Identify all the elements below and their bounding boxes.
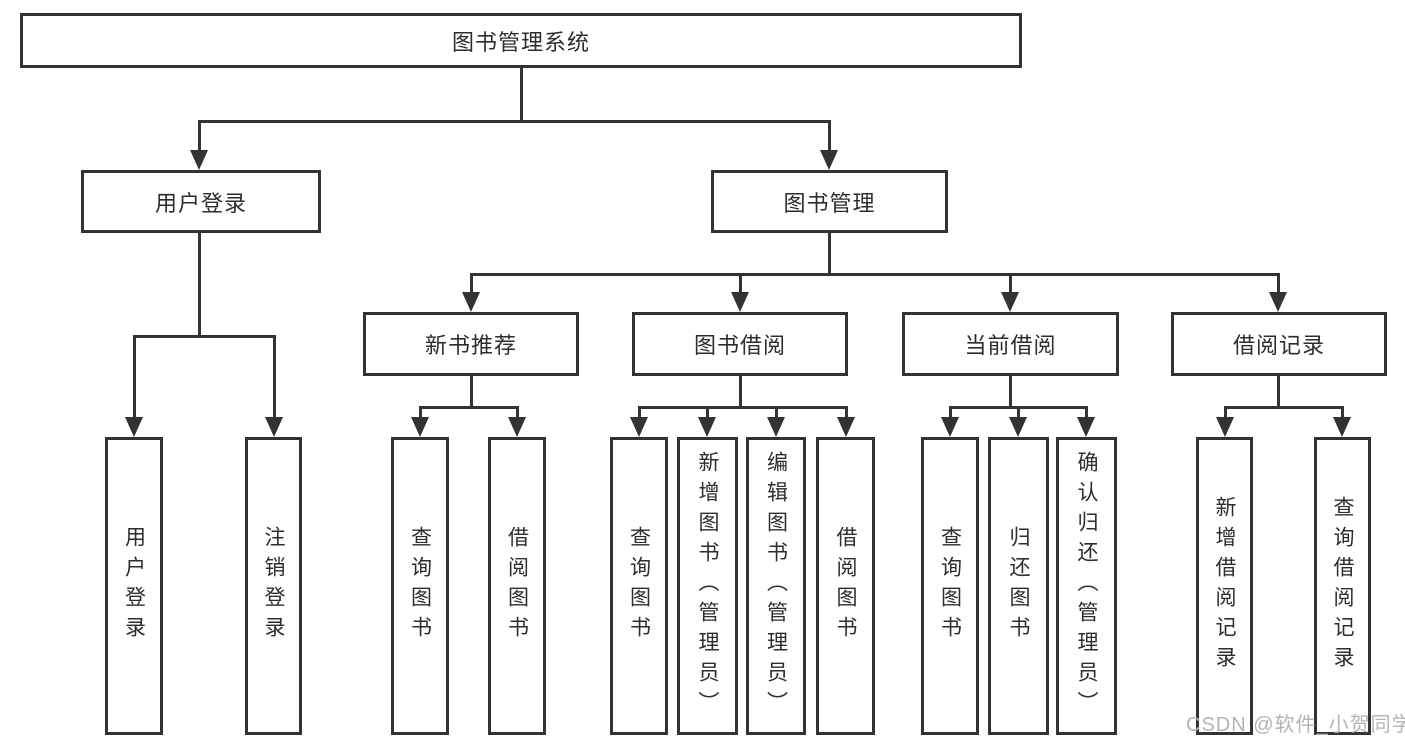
leaf-label: 编辑图书（管理员） (764, 451, 788, 721)
node-current-borrowing: 当前借阅 (902, 312, 1119, 376)
leaf-query-borrow-record: 查询借阅记录 (1314, 437, 1371, 735)
arrow-down-icon (837, 417, 855, 437)
arrow-down-icon (1077, 417, 1095, 437)
leaf-query-books: 查询图书 (610, 437, 668, 735)
arrow-down-icon (462, 292, 480, 312)
arrow-down-icon (630, 417, 648, 437)
connector-line (1009, 376, 1012, 406)
connector-line (828, 233, 831, 273)
node-new-book-recommend: 新书推荐 (363, 312, 579, 376)
leaf-query-books: 查询图书 (391, 437, 449, 735)
arrow-down-icon (1009, 417, 1027, 437)
node-library-system: 图书管理系统 (20, 13, 1022, 68)
leaf-label: 借阅图书 (834, 526, 857, 646)
connector-line (419, 406, 422, 419)
leaf-borrow-books: 借阅图书 (816, 437, 875, 735)
node-label: 新书推荐 (424, 333, 517, 358)
connector-line (1085, 406, 1088, 419)
connector-line (739, 376, 742, 406)
connector-line (706, 406, 709, 419)
node-book-management: 图书管理 (711, 170, 948, 233)
connector-line (419, 406, 519, 409)
leaf-query-books: 查询图书 (921, 437, 979, 735)
leaf-label: 借阅图书 (505, 526, 529, 646)
leaf-label: 新增借阅记录 (1213, 496, 1236, 676)
arrow-down-icon (1269, 292, 1287, 312)
connector-line (1341, 406, 1344, 419)
connector-line (845, 406, 848, 419)
connector-line (638, 406, 847, 409)
connector-line (775, 406, 778, 419)
connector-line (1009, 273, 1012, 294)
arrow-down-icon (731, 292, 749, 312)
connector-line (273, 335, 276, 419)
leaf-logout: 注销登录 (245, 437, 302, 735)
node-label: 图书管理 (783, 190, 876, 216)
arrow-down-icon (1333, 417, 1351, 437)
arrow-down-icon (941, 417, 959, 437)
leaf-return-books: 归还图书 (988, 437, 1049, 735)
connector-line (133, 335, 136, 419)
node-label: 借阅记录 (1232, 333, 1325, 358)
arrow-down-icon (190, 150, 208, 170)
connector-line (638, 406, 641, 419)
leaf-label: 归还图书 (1007, 526, 1030, 646)
arrow-down-icon (698, 417, 716, 437)
watermark: CSDN @软件_小贺同学 (1186, 714, 1405, 736)
leaf-label: 查询图书 (627, 526, 651, 646)
connector-line (470, 273, 473, 294)
leaf-label: 查询借阅记录 (1331, 496, 1354, 676)
arrow-down-icon (508, 417, 526, 437)
leaf-label: 用户登录 (122, 526, 146, 646)
connector-line (198, 120, 831, 123)
node-borrowing-records: 借阅记录 (1171, 312, 1387, 376)
arrow-down-icon (411, 417, 429, 437)
connector-line (198, 233, 201, 335)
node-user-login: 用户登录 (81, 170, 321, 233)
node-label: 图书借阅 (693, 333, 786, 358)
leaf-label: 新增图书（管理员） (696, 451, 719, 721)
connector-line (739, 273, 742, 294)
connector-line (133, 335, 276, 338)
leaf-label: 确认归还（管理员） (1075, 451, 1098, 721)
arrow-down-icon (125, 417, 143, 437)
connector-line (1224, 406, 1344, 409)
leaf-user-login: 用户登录 (105, 437, 163, 735)
connector-line (198, 120, 201, 152)
node-book-borrowing: 图书借阅 (632, 312, 848, 376)
arrow-down-icon (767, 417, 785, 437)
leaf-label: 查询图书 (408, 526, 432, 646)
arrow-down-icon (1001, 292, 1019, 312)
connector-line (520, 68, 523, 120)
connector-line (516, 406, 519, 419)
leaf-label: 注销登录 (262, 526, 285, 646)
leaf-confirm-return-admin: 确认归还（管理员） (1056, 437, 1117, 735)
leaf-add-borrow-record: 新增借阅记录 (1196, 437, 1253, 735)
connector-line (470, 273, 1279, 276)
node-label: 当前借阅 (964, 333, 1057, 358)
connector-line (949, 406, 952, 419)
connector-line (1224, 406, 1227, 419)
connector-line (1277, 273, 1280, 294)
leaf-add-book-admin: 新增图书（管理员） (677, 437, 738, 735)
arrow-down-icon (265, 417, 283, 437)
node-label: 用户登录 (154, 190, 247, 216)
connector-line (828, 120, 831, 152)
leaf-borrow-books: 借阅图书 (488, 437, 546, 735)
leaf-edit-book-admin: 编辑图书（管理员） (746, 437, 806, 735)
connector-line (1277, 376, 1280, 406)
arrow-down-icon (1216, 417, 1234, 437)
arrow-down-icon (820, 150, 838, 170)
connector-line (1017, 406, 1020, 419)
connector-line (470, 376, 473, 406)
node-label: 图书管理系统 (451, 29, 590, 55)
leaf-label: 查询图书 (938, 526, 962, 646)
